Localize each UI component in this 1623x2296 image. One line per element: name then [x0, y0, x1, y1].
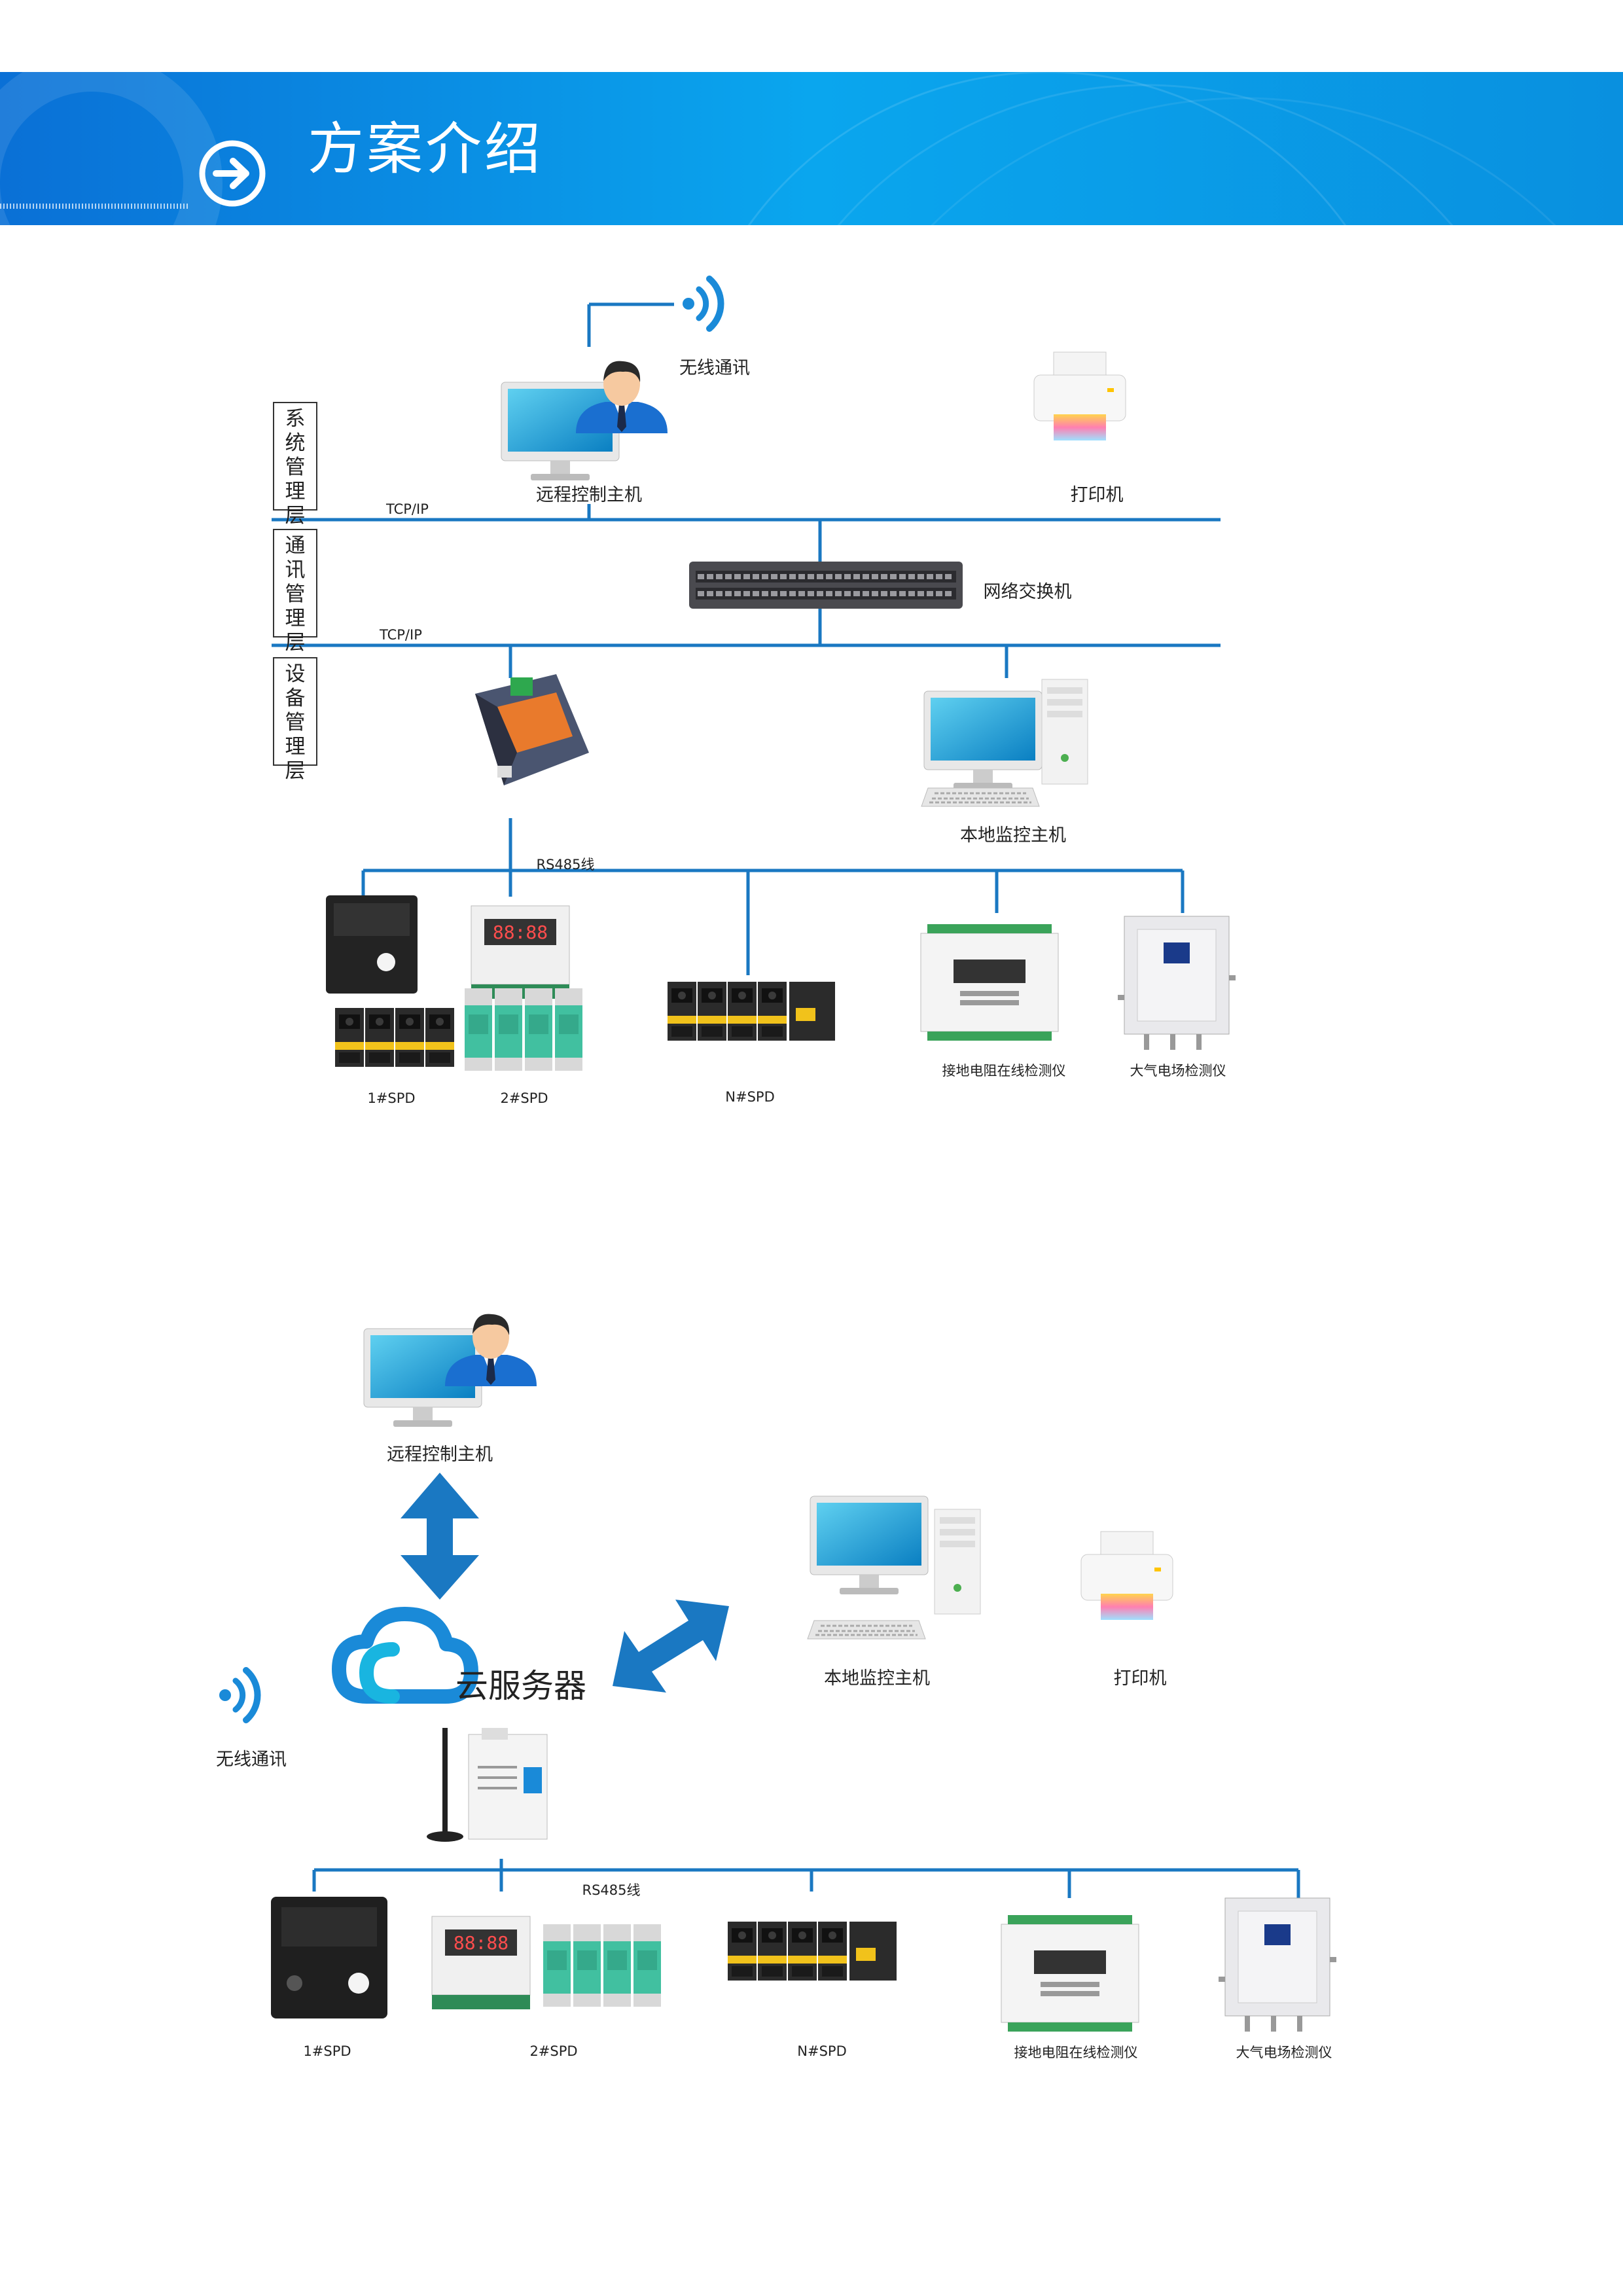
device-label-field-meter: 大气电场检测仪: [1130, 1063, 1226, 1079]
layer-system-management: 系统管理层: [273, 402, 317, 528]
layer-communication-management: 通讯管理层: [273, 529, 317, 655]
wireless-label: 无线通讯: [679, 358, 750, 378]
spd-1-icon: [271, 1897, 387, 2018]
rs485-label: RS485线: [536, 857, 595, 872]
spd-2-icon: [431, 1916, 661, 2010]
device-label-spd2: 2#SPD: [500, 1090, 548, 1106]
remote-host-label: 远程控制主机: [387, 1444, 493, 1465]
header-banner: 方案介绍: [0, 72, 1623, 225]
wireless-icon: [219, 1670, 258, 1720]
tcp-ip-label-bottom: TCP/IP: [380, 627, 422, 643]
atmospheric-field-meter-icon: [1218, 1897, 1337, 2032]
double-arrow-vertical-icon: [401, 1473, 479, 1600]
double-arrow-diagonal-icon: [613, 1600, 729, 1693]
arrow-circle-right-icon: [199, 140, 266, 207]
page-title: 方案介绍: [308, 117, 543, 182]
network-switch-icon: [689, 562, 963, 609]
spd-n-icon: [668, 982, 835, 1041]
printer-label: 打印机: [1070, 485, 1124, 505]
device-label-spd1: 1#SPD: [367, 1090, 416, 1106]
printer-icon: [1080, 1531, 1173, 1621]
local-host-icon: [806, 1496, 981, 1640]
device-label-spdn: N#SPD: [725, 1089, 775, 1105]
remote-host-icon: [363, 1314, 537, 1427]
serial-converter-icon: [475, 674, 589, 785]
device-label-spd1: 1#SPD: [303, 2043, 351, 2059]
printer-label: 打印机: [1113, 1668, 1167, 1689]
dtu-antenna-icon: [427, 1728, 548, 1842]
local-host-label: 本地监控主机: [960, 825, 1066, 846]
device-label-spdn: N#SPD: [797, 2043, 847, 2059]
device-label-ground-meter: 接地电阻在线检测仪: [942, 1063, 1066, 1079]
cloud-server-label: 云服务器: [455, 1667, 586, 1705]
device-label-ground-meter: 接地电阻在线检测仪: [1014, 2045, 1138, 2060]
device-label-field-meter: 大气电场检测仪: [1236, 2045, 1332, 2060]
local-host-label: 本地监控主机: [824, 1668, 930, 1689]
ground-resistance-meter-icon: [1001, 1914, 1139, 2032]
layer-label: 设备管理层: [285, 662, 306, 783]
bus-lines-2: [312, 1859, 1300, 1898]
device-label-spd2: 2#SPD: [529, 2043, 578, 2059]
switch-label: 网络交换机: [983, 582, 1072, 602]
cloud-icon: [332, 1607, 478, 1704]
layer-label: 系统管理层: [285, 407, 306, 528]
spd-1-icon: [326, 895, 454, 1067]
remote-host-label: 远程控制主机: [536, 485, 642, 505]
layer-label: 通讯管理层: [285, 534, 306, 655]
tcp-ip-label-top: TCP/IP: [386, 501, 429, 517]
spd-n-icon: [728, 1922, 897, 1981]
rs485-label: RS485线: [582, 1882, 641, 1898]
layer-device-management: 设备管理层: [273, 657, 317, 783]
wireless-label: 无线通讯: [216, 1749, 287, 1770]
bus-lines-1: [272, 302, 1221, 975]
